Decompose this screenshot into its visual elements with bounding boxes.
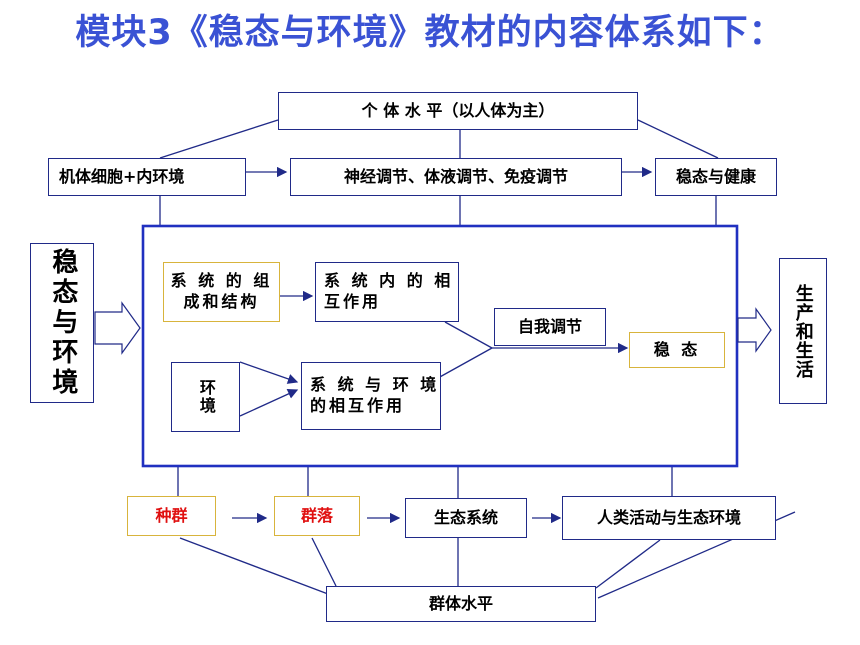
ecosystem-box: 生态系统 <box>405 498 527 538</box>
connector-line <box>437 347 493 379</box>
topic-box: 稳态与环境 <box>30 243 94 403</box>
health-box: 稳态与健康 <box>655 158 777 196</box>
system-env-box: 系 统 与 环 境 的相互作用 <box>301 362 441 430</box>
connector-line <box>159 119 279 159</box>
group-level-box: 群体水平 <box>326 586 596 622</box>
self-regulation-box: 自我调节 <box>494 308 606 346</box>
population-box: 种群 <box>127 496 216 536</box>
page-title: 模块3《稳态与环境》教材的内容体系如下： <box>75 13 785 53</box>
connector-line <box>311 537 337 587</box>
steady-state-box: 稳 态 <box>629 332 725 368</box>
system-inner-box: 系 统 内 的 相 互作用 <box>315 262 459 322</box>
block-arrow-right <box>737 307 772 353</box>
individual-level-box: 个 体 水 平（以人体为主） <box>278 92 638 130</box>
human-activity-box: 人类活动与生态环境 <box>562 496 776 540</box>
connector-line <box>444 321 493 349</box>
core-frame <box>141 224 739 468</box>
arrow <box>239 389 299 417</box>
community-box: 群落 <box>274 496 360 536</box>
cells-box: 机体细胞+内环境 <box>48 158 246 196</box>
environment-box: 环境 <box>171 362 240 432</box>
system-structure-box: 系 统 的 组 成和结构 <box>163 262 280 322</box>
production-box: 生产和生活 <box>779 258 827 404</box>
connector-line <box>179 537 329 595</box>
connector-line <box>637 119 719 159</box>
connector-line <box>595 539 661 589</box>
regulation-box: 神经调节、体液调节、免疫调节 <box>290 158 622 196</box>
block-arrow-left <box>94 301 141 355</box>
arrow <box>239 361 299 384</box>
